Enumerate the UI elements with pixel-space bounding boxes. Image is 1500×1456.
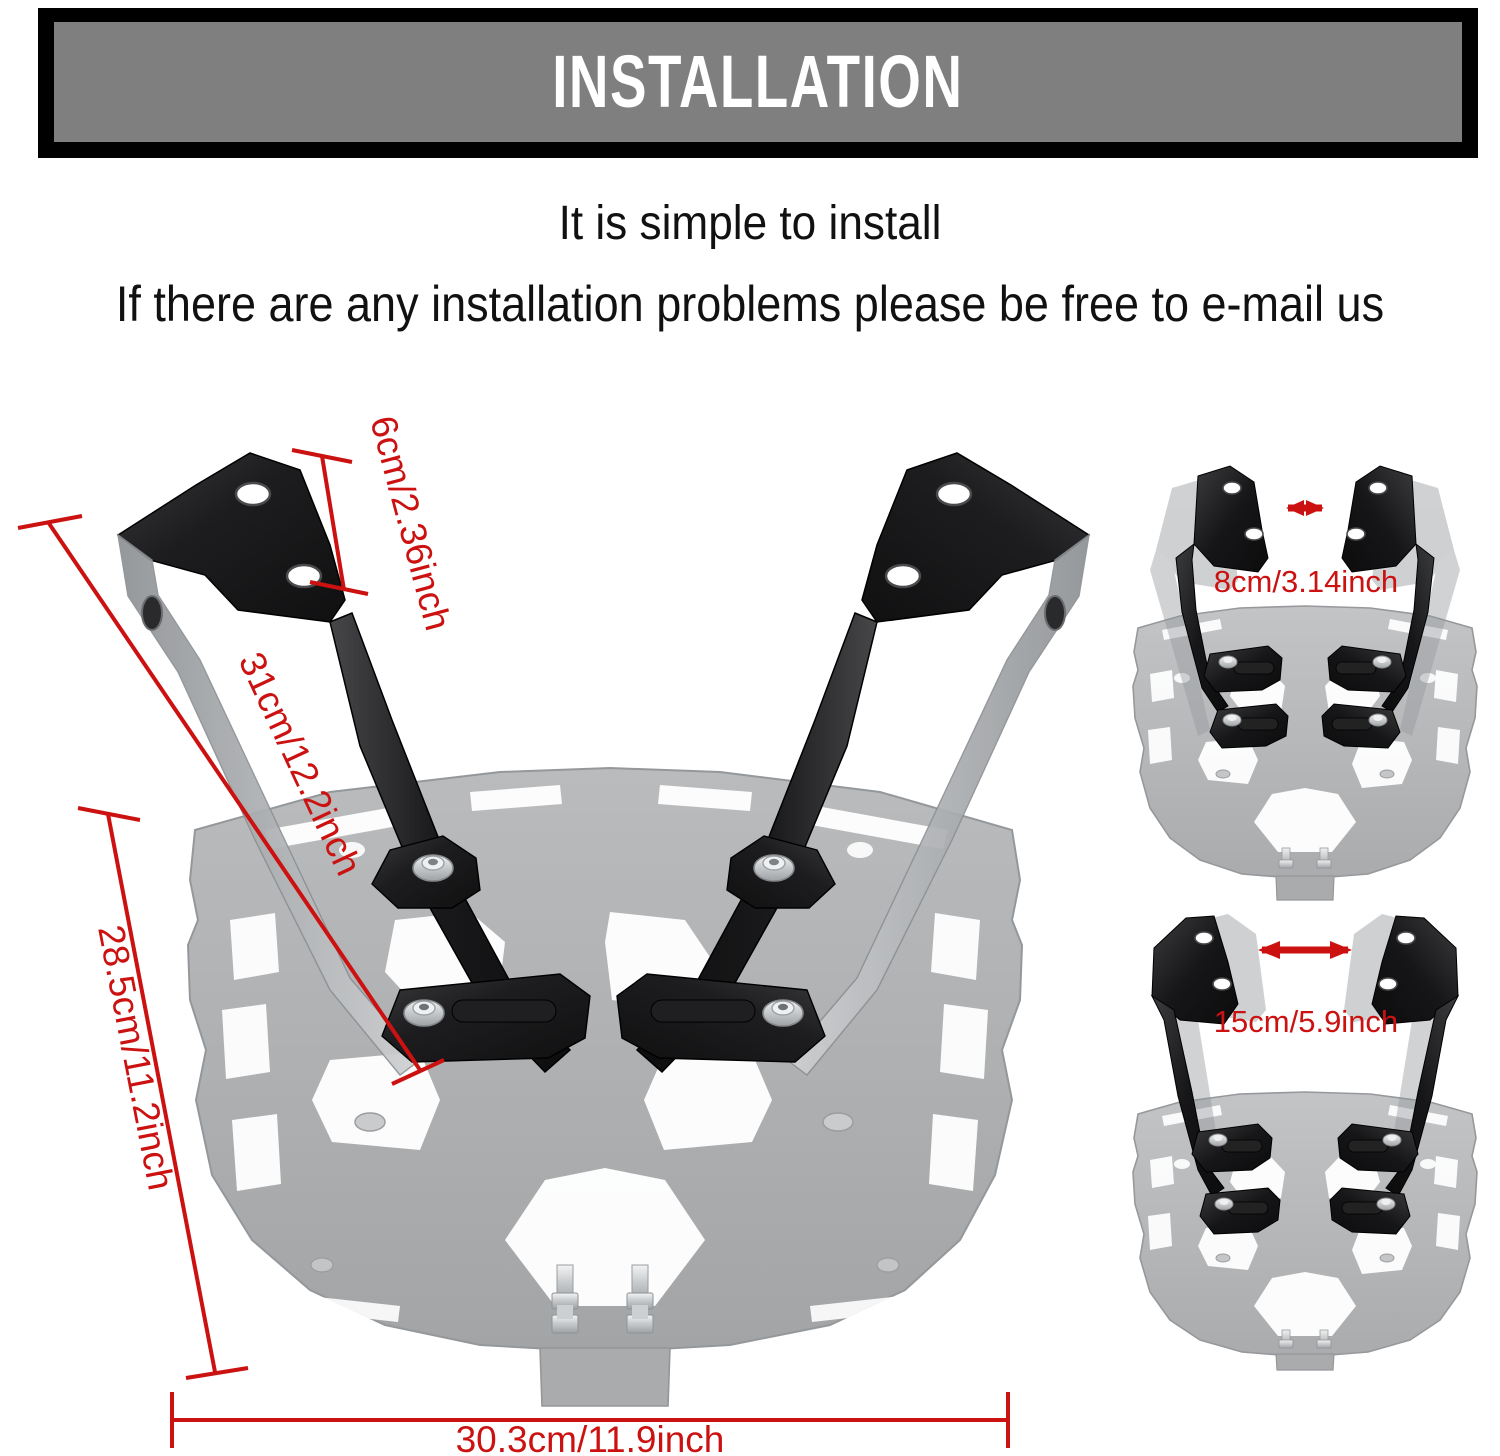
right-mounting-bracket xyxy=(616,452,1091,1076)
banner-inner: INSTALLATION xyxy=(54,22,1462,142)
left-mounting-bracket xyxy=(116,452,591,1076)
inset-spacing-arrow xyxy=(1286,500,1324,516)
inset-wide-label: 15cm/5.9inch xyxy=(1214,1004,1398,1039)
inset-right-bracket xyxy=(1329,915,1460,1235)
dimension-303cm-label: 30.3cm/11.9inch xyxy=(456,1419,725,1456)
dimension-6cm-label: 6cm/2.36inch xyxy=(362,411,459,634)
bracket-nut xyxy=(412,854,454,882)
inset-spacing-arrow xyxy=(1258,941,1352,959)
inset-narrow-spacing: 8cm/3.14inch xyxy=(1110,430,1500,901)
page-title: INSTALLATION xyxy=(552,40,964,123)
rack-bottom-bolts xyxy=(551,1264,654,1334)
inset-left-bracket xyxy=(1150,915,1281,1235)
installation-banner: INSTALLATION xyxy=(38,8,1478,158)
main-product-figure: 6cm/2.36inch 31cm/12.2inch 28.5cm/11.2in… xyxy=(0,360,1110,1456)
subtitle-line-2: If there are any installation problems p… xyxy=(115,276,1385,332)
inset-right-bracket xyxy=(1321,465,1435,749)
inset-narrow-label: 8cm/3.14inch xyxy=(1214,564,1398,599)
inset-wide-spacing: 15cm/5.9inch xyxy=(1110,900,1500,1371)
dimension-285cm-label: 28.5cm/11.2inch xyxy=(90,922,182,1194)
inset-panels: 8cm/3.14inch xyxy=(1110,430,1500,1390)
bracket-nut xyxy=(403,999,445,1027)
subtitle-line-1: It is simple to install xyxy=(558,197,942,250)
inset-left-bracket xyxy=(1175,465,1289,749)
inset-rack-plate xyxy=(1132,1091,1478,1371)
dimension-303cm: 30.3cm/11.9inch xyxy=(170,1392,1010,1456)
